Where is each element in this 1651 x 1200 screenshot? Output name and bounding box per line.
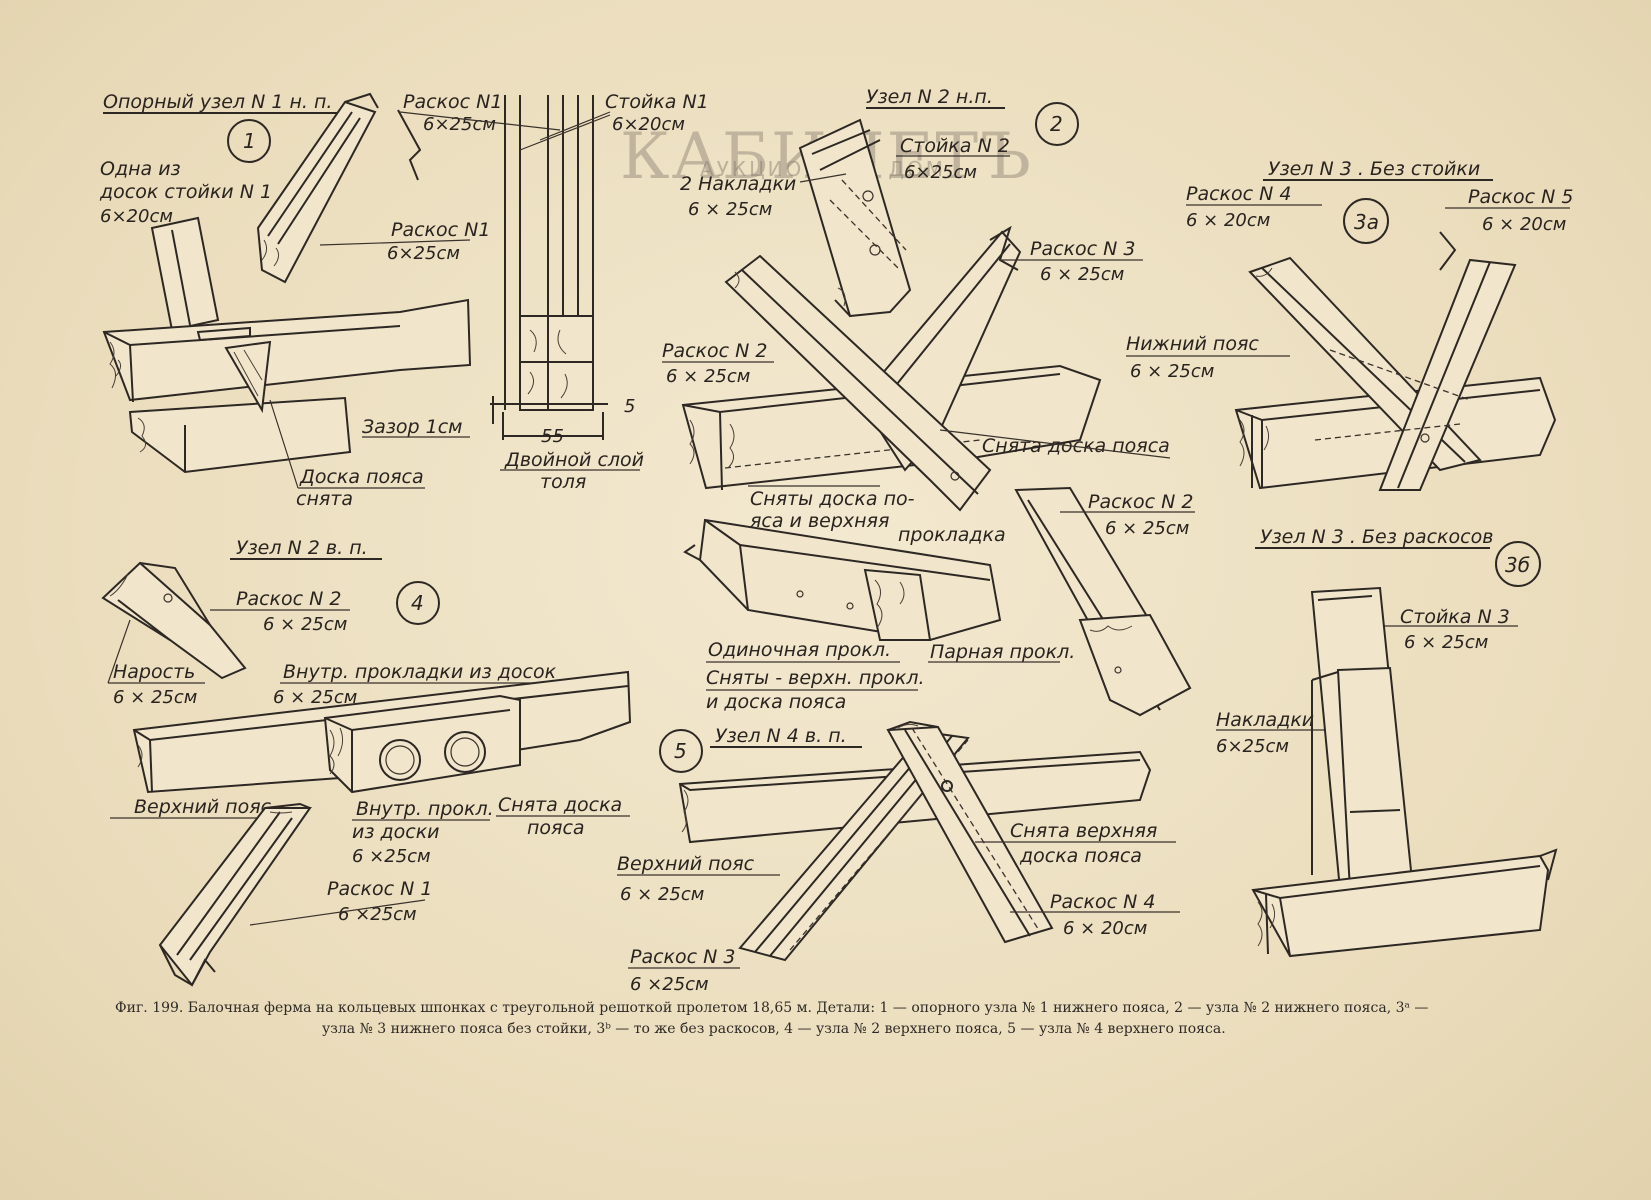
label: 6 × 20см bbox=[1186, 210, 1270, 231]
label: 6 ×25см bbox=[630, 974, 709, 995]
label: 6 ×25см bbox=[352, 846, 431, 867]
label: Сняты доска по- bbox=[750, 488, 915, 510]
label: Верхний пояс bbox=[134, 796, 272, 818]
detail-1-number-circle bbox=[227, 119, 271, 163]
label: Верхний пояс bbox=[617, 853, 755, 875]
label: Раскос N 2 bbox=[662, 340, 767, 362]
label: 6 × 20см bbox=[1063, 918, 1147, 939]
label: 2 Накладки bbox=[680, 173, 796, 195]
label: 6 × 25см bbox=[1404, 632, 1488, 653]
label: досок стойки N 1 bbox=[99, 181, 272, 203]
label: 6 × 25см bbox=[1105, 518, 1189, 539]
detail-1-title: Опорный узел N 1 н. п. bbox=[103, 91, 332, 113]
detail-3a-number: 3а bbox=[1354, 210, 1379, 234]
detail-2-title: Узел N 2 н.п. bbox=[866, 86, 993, 108]
label: прокладка bbox=[898, 524, 1006, 546]
label: Раскос N 3 bbox=[1030, 238, 1135, 260]
label: Сняты - верхн. прокл. bbox=[706, 667, 925, 689]
detail-3b-number: 3б bbox=[1505, 553, 1530, 577]
detail-3a: Узел N 3 . Без стойки 3а Раскос N 4 6 × … bbox=[1126, 158, 1573, 491]
detail-3b-title: Узел N 3 . Без раскосов bbox=[1260, 526, 1493, 548]
label: Зазор 1см bbox=[362, 416, 463, 438]
label: 6 × 25см bbox=[273, 687, 357, 708]
detail-4: Узел N 2 в. п. 4 Раскос N 2 6 × 25см Нар… bbox=[101, 537, 632, 987]
label: 6×25см bbox=[387, 243, 460, 264]
detail-3a-title: Узел N 3 . Без стойки bbox=[1268, 158, 1480, 180]
detail-4-title: Узел N 2 в. п. bbox=[236, 537, 368, 559]
detail-3a-number-circle bbox=[1343, 198, 1389, 244]
label: Одиночная прокл. bbox=[708, 639, 891, 661]
label: Двойной слой bbox=[504, 449, 644, 471]
label: толя bbox=[540, 471, 586, 493]
label: 5 bbox=[624, 396, 635, 417]
label: Раскос N 3 bbox=[630, 946, 735, 968]
label: Одна из bbox=[100, 158, 181, 180]
label: снята bbox=[296, 488, 353, 510]
label: Раскос N 4 bbox=[1186, 183, 1291, 205]
label: Парная прокл. bbox=[930, 641, 1075, 663]
label: Внутр. прокл. bbox=[356, 798, 494, 820]
label: 6×20см bbox=[612, 114, 685, 135]
label: Раскос N1 bbox=[391, 219, 490, 241]
detail-2-number-circle bbox=[1035, 102, 1079, 146]
label: 6×25см bbox=[423, 114, 496, 135]
label: 6×25см bbox=[1216, 736, 1289, 757]
detail-2-number: 2 bbox=[1050, 112, 1063, 136]
label: Раскос N 2 bbox=[1088, 491, 1193, 513]
detail-5-number-circle bbox=[659, 729, 703, 773]
label: Накладки bbox=[1216, 709, 1314, 731]
label: 6 × 25см bbox=[620, 884, 704, 905]
label: Стойка N 3 bbox=[1400, 606, 1510, 628]
label: 6×20см bbox=[100, 206, 173, 227]
detail-5-title: Узел N 4 в. п. bbox=[715, 725, 847, 747]
detail-3b: Узел N 3 . Без раскосов 3б Стойка N 3 6 … bbox=[1216, 526, 1558, 958]
detail-4-number: 4 bbox=[411, 591, 424, 615]
label: Раскос N 5 bbox=[1468, 186, 1573, 208]
label: Внутр. прокладки из досок bbox=[283, 661, 557, 683]
caption-line-1: Фиг. 199. Балочная ферма на кольцевых шп… bbox=[115, 1000, 1428, 1016]
label: Нарость bbox=[113, 661, 195, 683]
label: пояса bbox=[527, 817, 585, 839]
label: 6 × 25см bbox=[666, 366, 750, 387]
label: 6 × 25см bbox=[1130, 361, 1214, 382]
detail-5-number: 5 bbox=[674, 739, 687, 763]
label: Раскос N 4 bbox=[1050, 891, 1155, 913]
label: доска пояса bbox=[1019, 845, 1142, 867]
detail-1: Опорный узел N 1 н. п. 1 Одна из досок с… bbox=[99, 91, 709, 510]
label: яса и верхняя bbox=[750, 510, 889, 532]
label: из доски bbox=[352, 821, 440, 843]
label: Раскос N 2 bbox=[236, 588, 341, 610]
label: Снята доска bbox=[498, 794, 622, 816]
label: 6 × 25см bbox=[113, 687, 197, 708]
label: 6 × 25см bbox=[263, 614, 347, 635]
label: Раскос N1 bbox=[403, 91, 502, 113]
label: Стойка N1 bbox=[605, 91, 709, 113]
detail-3b-number-circle bbox=[1495, 541, 1541, 587]
label: 6 × 25см bbox=[688, 199, 772, 220]
label: Доска пояса bbox=[299, 466, 424, 488]
detail-5: 5 Узел N 4 в. п. Верхний пояс 6 × 25см С… bbox=[617, 720, 1180, 995]
detail-2: Узел N 2 н.п. 2 Стойка N 2 6×25см 2 Накл… bbox=[662, 86, 1195, 717]
detail-1-number: 1 bbox=[243, 129, 256, 153]
label: 6×25см bbox=[904, 162, 977, 183]
label: Раскос N 1 bbox=[327, 878, 432, 900]
label: и доска пояса bbox=[706, 691, 846, 713]
label: 55 bbox=[541, 426, 564, 447]
detail-4-number-circle bbox=[396, 581, 440, 625]
caption-line-2: узла № 3 нижнего пояса без стойки, 3ᵇ — … bbox=[322, 1021, 1226, 1037]
label: Снята верхняя bbox=[1010, 820, 1157, 842]
label: Нижний пояс bbox=[1126, 333, 1259, 355]
label: Стойка N 2 bbox=[900, 135, 1010, 157]
label: 6 × 20см bbox=[1482, 214, 1566, 235]
label: 6 × 25см bbox=[1040, 264, 1124, 285]
